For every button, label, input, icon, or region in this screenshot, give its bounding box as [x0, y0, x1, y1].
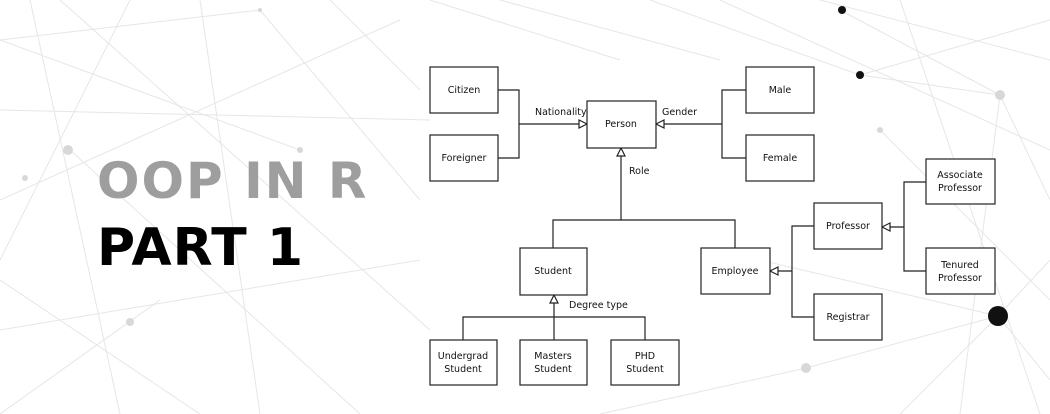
gender-label: Gender	[662, 107, 697, 118]
svg-text:Tenured: Tenured	[940, 260, 979, 271]
class-male: Male	[745, 66, 815, 114]
svg-text:Female: Female	[763, 153, 798, 164]
class-tenured-professor: Tenured Professor	[925, 247, 996, 295]
degree-type-edge	[462, 295, 646, 340]
class-foreigner: Foreigner	[429, 134, 499, 182]
svg-text:Student: Student	[626, 364, 664, 375]
class-undergrad-student: Undergrad Student	[429, 339, 498, 386]
svg-text:Male: Male	[769, 85, 792, 96]
degree-type-label: Degree type	[569, 300, 628, 311]
svg-text:Associate: Associate	[937, 170, 983, 181]
role-edge	[552, 148, 736, 248]
class-masters-student: Masters Student	[519, 339, 588, 386]
nationality-label: Nationality	[535, 107, 587, 118]
svg-text:Person: Person	[605, 119, 637, 130]
title-line-1: OOP IN R	[97, 152, 369, 210]
class-employee: Employee	[700, 247, 771, 295]
svg-text:Professor: Professor	[938, 183, 982, 194]
role-label: Role	[629, 166, 650, 177]
professor-subtype-edge	[882, 181, 926, 272]
class-citizen: Citizen	[429, 66, 499, 114]
class-phd-student: PHD Student	[610, 339, 680, 386]
svg-text:Citizen: Citizen	[448, 85, 481, 96]
employee-subtype-edge	[770, 225, 814, 318]
class-professor: Professor	[813, 202, 883, 250]
svg-text:Masters: Masters	[534, 351, 571, 362]
svg-text:Student: Student	[444, 364, 482, 375]
class-registrar: Registrar	[813, 293, 883, 341]
class-student: Student	[519, 247, 588, 296]
svg-text:Foreigner: Foreigner	[442, 153, 487, 164]
svg-text:Student: Student	[534, 364, 572, 375]
class-female: Female	[745, 134, 815, 182]
svg-text:Student: Student	[534, 266, 572, 277]
svg-text:Registrar: Registrar	[827, 312, 870, 323]
class-person: Person	[586, 100, 657, 149]
nationality-edge	[498, 89, 587, 159]
svg-text:PHD: PHD	[635, 351, 655, 362]
svg-text:Professor: Professor	[938, 273, 982, 284]
gender-edge	[656, 89, 746, 159]
class-associate-professor: Associate Professor	[925, 158, 996, 205]
svg-text:Undergrad: Undergrad	[438, 351, 488, 362]
svg-text:Professor: Professor	[826, 221, 870, 232]
svg-text:Employee: Employee	[711, 266, 758, 277]
title-line-2: PART 1	[97, 218, 305, 278]
